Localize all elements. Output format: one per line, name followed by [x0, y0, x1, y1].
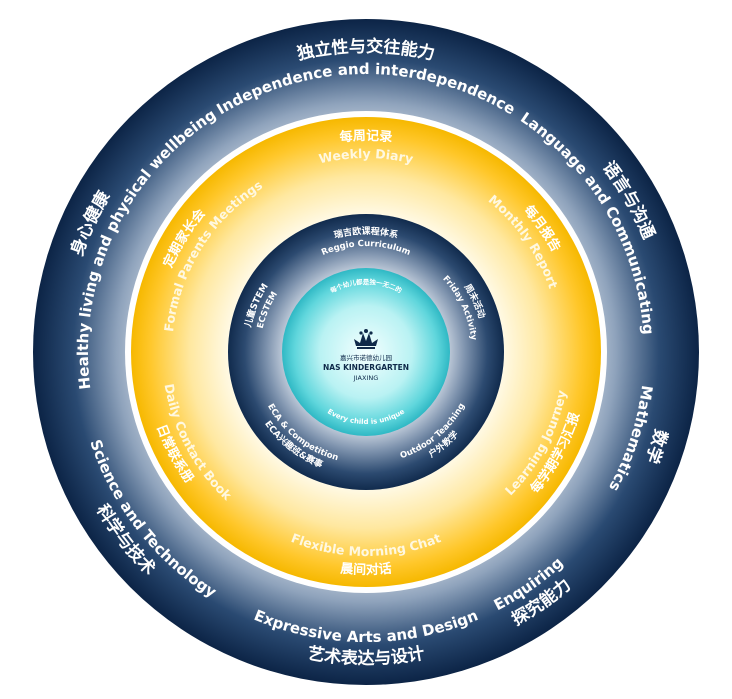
school-name-en: NAS KINDERGARTEN [323, 363, 409, 372]
school-name-cn: 嘉兴市诺德幼儿园 [340, 353, 392, 362]
center-disc [282, 268, 450, 436]
inner-label-cn: 瑞吉欧课程体系 [333, 225, 400, 241]
school-city: JIAXING [353, 374, 379, 382]
center-emblem: 嘉兴市诺德幼儿园 NAS KINDERGARTEN JIAXING [323, 329, 409, 382]
yellow-label-cn: 晨间对话 [340, 561, 393, 578]
yellow-label-en: Weekly Diary [317, 146, 414, 166]
crown-emblem-icon [354, 329, 378, 349]
